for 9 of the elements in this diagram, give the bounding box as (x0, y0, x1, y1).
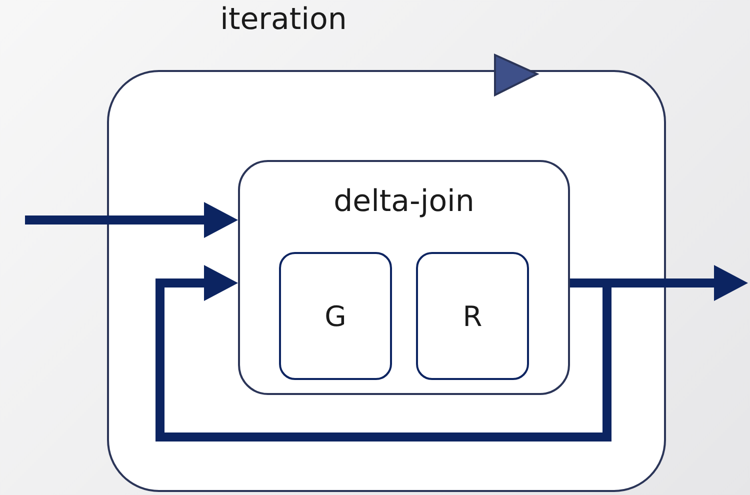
operator-label: R (462, 300, 482, 332)
operator-box (279, 252, 392, 380)
operator-box (416, 252, 529, 380)
operator-label: G (324, 300, 346, 332)
arrow (156, 265, 612, 442)
process-box (238, 160, 570, 395)
arrow (25, 202, 238, 238)
group-title: iteration (219, 2, 348, 37)
process-title: delta-join (334, 184, 474, 219)
